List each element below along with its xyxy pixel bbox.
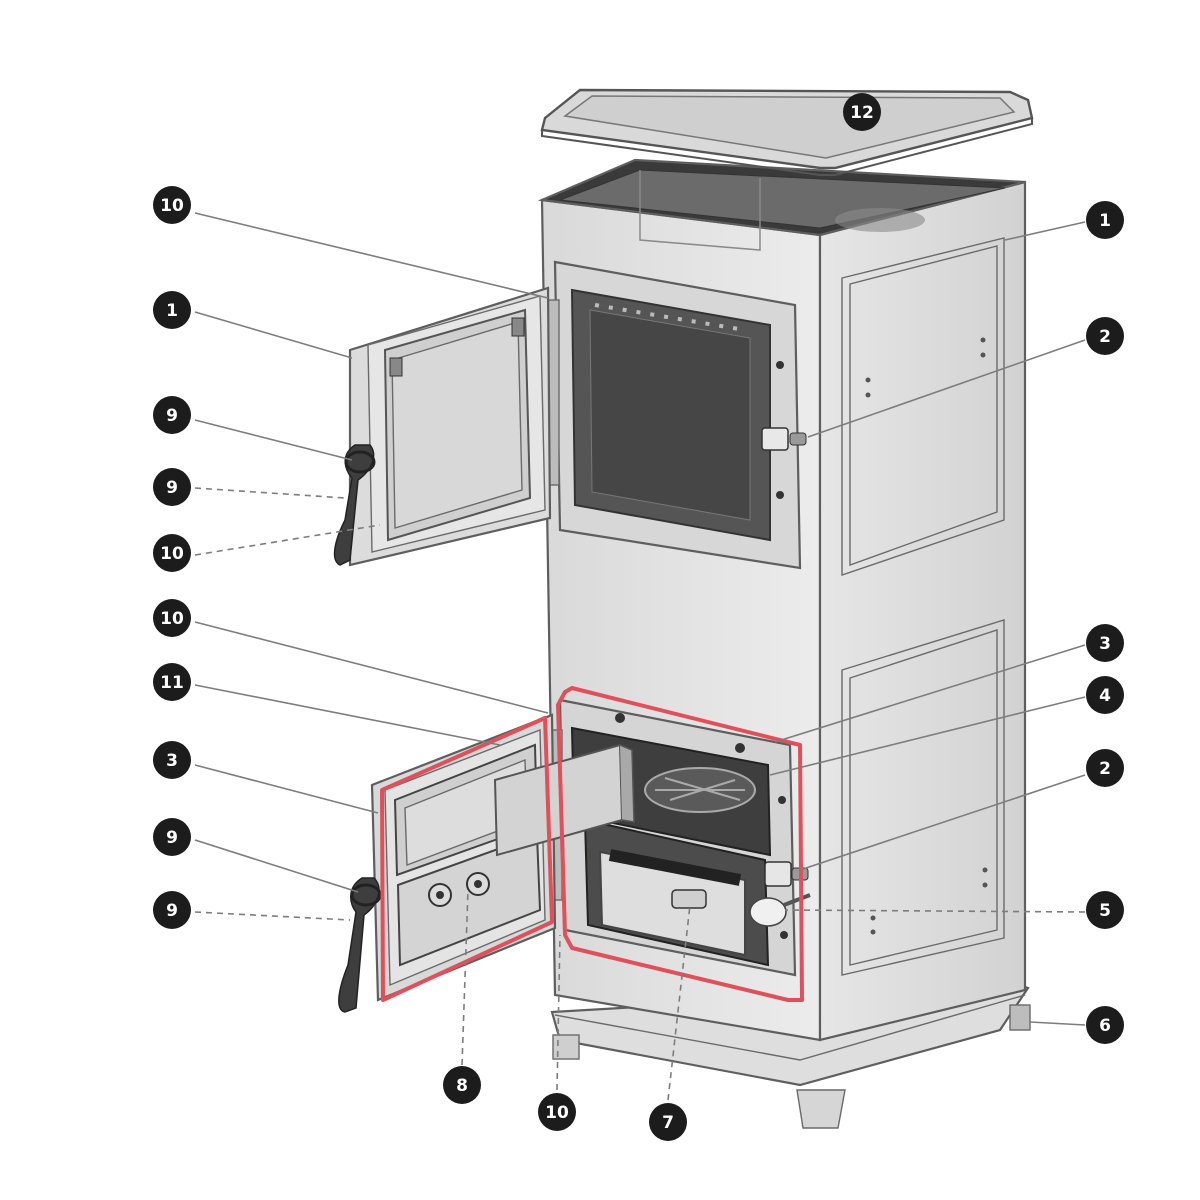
callout-10-top: 10	[153, 186, 191, 224]
callout-10-bottom: 10	[538, 1093, 576, 1131]
callout-5: 5	[1086, 891, 1124, 929]
side-panel-upper	[841, 237, 1005, 576]
highlight-lower-door	[380, 716, 554, 1002]
svg-text:10: 10	[545, 1103, 569, 1123]
svg-text:6: 6	[1099, 1016, 1111, 1036]
svg-text:12: 12	[850, 103, 874, 123]
side-panel-lower	[841, 619, 1005, 976]
lower-latch	[764, 861, 792, 887]
lower-door-handle	[338, 877, 380, 1013]
upper-latch	[761, 427, 789, 451]
ash-drawer-handle	[671, 889, 707, 909]
svg-text:1: 1	[1099, 211, 1111, 231]
callout-2-upper: 2	[1086, 317, 1124, 355]
svg-text:10: 10	[160, 544, 184, 564]
callout-9-c: 9	[153, 818, 191, 856]
callouts: 12 1 2 3 4 2 5 6 7 10 8 10 1 9 9 10 10 1…	[153, 93, 1124, 1141]
callout-3-right: 3	[1086, 624, 1124, 662]
svg-text:2: 2	[1099, 327, 1111, 347]
highlight-firebox-frame	[556, 686, 804, 1002]
callout-3-left: 3	[153, 741, 191, 779]
callout-1-right: 1	[1086, 201, 1124, 239]
svg-text:10: 10	[160, 196, 184, 216]
callout-1-left: 1	[153, 291, 191, 329]
callout-4: 4	[1086, 676, 1124, 714]
svg-text:9: 9	[166, 901, 178, 921]
svg-text:10: 10	[160, 609, 184, 629]
callout-9-b: 9	[153, 468, 191, 506]
svg-text:3: 3	[1099, 634, 1111, 654]
svg-text:9: 9	[166, 828, 178, 848]
svg-text:7: 7	[662, 1113, 674, 1133]
callout-10-lower: 10	[153, 599, 191, 637]
callout-12: 12	[843, 93, 881, 131]
svg-text:9: 9	[166, 406, 178, 426]
callout-2-lower: 2	[1086, 749, 1124, 787]
callout-11: 11	[153, 663, 191, 701]
svg-text:8: 8	[456, 1076, 468, 1096]
callout-7: 7	[649, 1103, 687, 1141]
svg-text:9: 9	[166, 478, 178, 498]
svg-text:1: 1	[166, 301, 178, 321]
stove-body	[333, 88, 1034, 1129]
svg-text:3: 3	[166, 751, 178, 771]
callout-8: 8	[443, 1066, 481, 1104]
svg-text:11: 11	[160, 673, 184, 693]
lower-door-lower-panel	[396, 833, 542, 967]
svg-text:4: 4	[1099, 686, 1111, 706]
leader-lines	[194, 212, 1086, 1101]
callout-9-d: 9	[153, 891, 191, 929]
callout-6: 6	[1086, 1006, 1124, 1044]
svg-text:2: 2	[1099, 759, 1111, 779]
air-knob	[749, 897, 787, 927]
callout-10-middle: 10	[153, 534, 191, 572]
svg-text:5: 5	[1099, 901, 1111, 921]
foot-right	[1009, 1004, 1031, 1031]
highlight-lower-section	[380, 686, 804, 1002]
foot-front	[796, 1089, 846, 1129]
callout-9-a: 9	[153, 396, 191, 434]
